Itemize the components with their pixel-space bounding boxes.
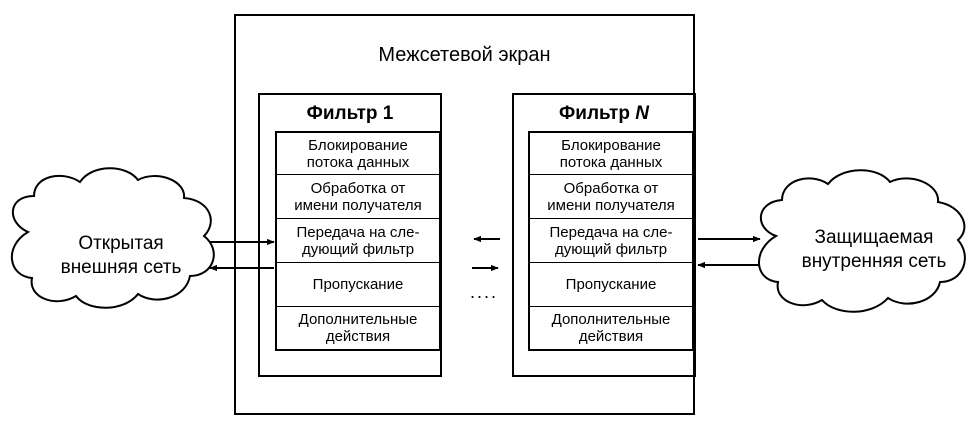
filter-n-action-block: Блокирование потока данных — [530, 133, 692, 175]
internal-network-label: Защищаемая внутренняя сеть — [801, 227, 947, 272]
filter-n-title: Фильтр N — [512, 103, 696, 125]
filter-n-action-process: Обработка от имени получателя — [530, 175, 692, 219]
filter-n-title-letter: N — [635, 103, 649, 124]
filter-1-box — [258, 93, 442, 377]
filter-1-actions: Блокирование потока данных Обработка от … — [275, 131, 441, 351]
external-network-label: Открытая внешняя сеть — [60, 233, 182, 278]
internal-network-cloud — [758, 169, 966, 313]
filter-1-action-forward: Передача на сле- дующий фильтр — [277, 219, 439, 263]
filter-n-title-main: Фильтр — [559, 103, 636, 124]
filter-n-action-extra: Дополнительные действия — [551, 311, 671, 345]
filter-1-title-number: 1 — [382, 103, 394, 124]
filters-ellipsis: .... — [470, 282, 499, 302]
filter-1-action-process: Обработка от имени получателя — [277, 175, 439, 219]
filter-1-title-main: Фильтр — [306, 103, 383, 124]
filter-n-action-forward: Передача на сле- дующий фильтр — [530, 219, 692, 263]
filter-1-title: Фильтр 1 — [258, 103, 442, 125]
firewall-title: Межсетевой экран — [378, 44, 551, 66]
external-network-cloud — [11, 167, 215, 309]
filter-n-box — [512, 93, 696, 377]
filter-1-action-pass: Пропускание — [277, 263, 439, 307]
filter-1-action-block: Блокирование потока данных — [277, 133, 439, 175]
filter-1-action-extra: Дополнительные действия — [298, 311, 418, 345]
filter-n-actions: Блокирование потока данных Обработка от … — [528, 131, 694, 351]
filter-n-action-pass: Пропускание — [530, 263, 692, 307]
